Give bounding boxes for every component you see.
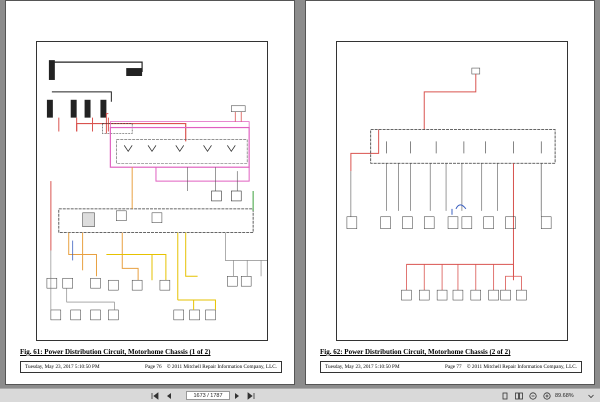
figure-caption: Fig. 61: Power Distribution Circuit, Mot… <box>20 348 211 356</box>
last-page-icon <box>247 391 255 400</box>
first-page-button[interactable] <box>150 391 160 400</box>
zoom-in-button[interactable] <box>542 391 552 400</box>
page-footer: Tuesday, May 23, 2017 5:10:50 PM Page 77… <box>320 361 582 373</box>
footer-date: Tuesday, May 23, 2017 5:10:50 PM <box>325 364 400 370</box>
document-viewer[interactable]: Fig. 61: Power Distribution Circuit, Mot… <box>0 0 600 388</box>
prev-page-icon <box>167 392 171 399</box>
footer-copyright: © 2011 Mitchell Repair Information Compa… <box>466 364 577 370</box>
next-page-button[interactable] <box>232 391 242 400</box>
page-footer: Tuesday, May 23, 2017 5:10:50 PM Page 76… <box>20 361 282 373</box>
wiring-diagram-frame <box>36 41 268 341</box>
page-number-input[interactable]: 1673 / 1787 <box>186 391 230 400</box>
wiring-diagram-power-distribution-2 <box>346 67 556 301</box>
document-page-left: Fig. 61: Power Distribution Circuit, Mot… <box>5 0 295 385</box>
zoom-menu-button[interactable] <box>586 391 596 400</box>
single-page-icon <box>502 392 508 399</box>
footer-page-number: Page 76 <box>145 364 162 370</box>
next-page-icon <box>235 392 239 399</box>
first-page-icon <box>151 391 159 400</box>
viewer-toolbar: 1673 / 1787 89.68% <box>0 388 600 402</box>
footer-date: Tuesday, May 23, 2017 5:10:50 PM <box>25 364 100 370</box>
prev-page-button[interactable] <box>164 391 174 400</box>
two-page-view-button[interactable] <box>514 391 524 400</box>
wiring-diagram-power-distribution-1 <box>46 60 267 321</box>
zoom-out-icon <box>529 391 537 400</box>
figure-caption: Fig. 62: Power Distribution Circuit, Mot… <box>320 348 511 356</box>
single-page-view-button[interactable] <box>500 391 510 400</box>
zoom-in-icon <box>543 391 551 400</box>
document-page-right: Fig. 62: Power Distribution Circuit, Mot… <box>305 0 595 385</box>
zoom-out-button[interactable] <box>528 391 538 400</box>
footer-copyright: © 2011 Mitchell Repair Information Compa… <box>166 364 277 370</box>
two-page-icon <box>515 392 523 399</box>
zoom-level[interactable]: 89.68% <box>555 392 574 399</box>
footer-page-number: Page 77 <box>445 364 462 370</box>
last-page-button[interactable] <box>246 391 256 400</box>
chevron-down-icon <box>588 394 594 398</box>
wiring-diagram-frame <box>336 41 568 341</box>
